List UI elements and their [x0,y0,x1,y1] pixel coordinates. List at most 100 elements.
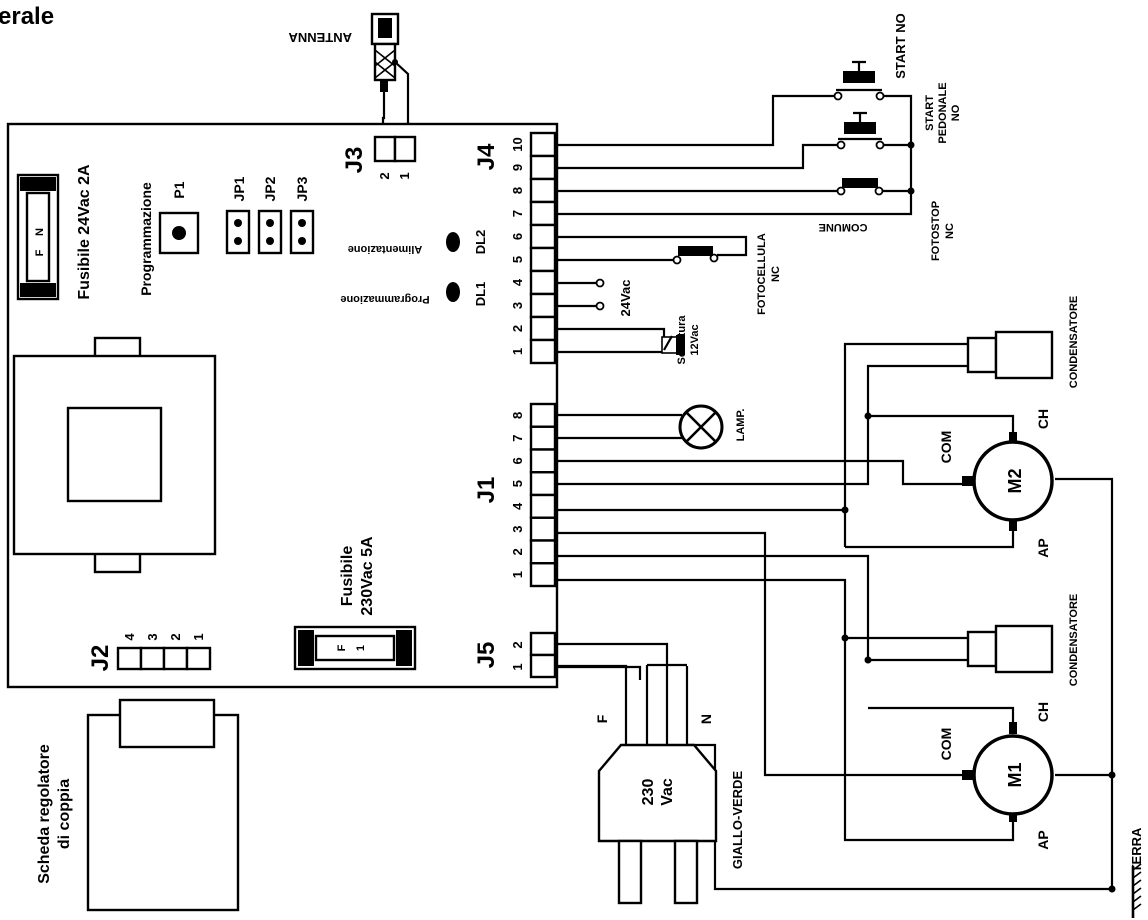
j4-name: J4 [473,143,500,170]
fuse-mark-n: N [34,228,46,236]
j5-pin: 2 [510,641,525,648]
programming-label: Programmazione [138,182,154,296]
lamp-label: LAMP. [735,409,747,442]
fotocellula-label-1: FOTOCELLULA [756,233,768,315]
j4-pin-label: 8 [510,187,525,194]
fuse-24vac-label: Fusibile 24Vac 2A [76,164,93,300]
j1-pin-3[interactable] [529,516,557,542]
jumper-jp3[interactable] [289,209,315,255]
torque-board-label-1: Scheda regolatore [36,744,53,884]
page-title-fragment: erale [0,3,54,30]
fotocellula-contact[interactable] [672,246,719,265]
j4-pin-label: 4 [510,278,525,286]
m2-ap-label: AP [1035,538,1051,557]
f-label: F [594,714,610,723]
start-button[interactable] [833,60,885,101]
m1-ch-label: CH [1035,702,1051,722]
jumper-jp1[interactable] [225,209,251,255]
j1-pin-5[interactable] [529,471,557,497]
serratura-label-2: 12Vac [689,324,701,355]
comune-label: COMUNE [819,221,868,233]
j4-pin-label: 3 [510,302,525,309]
motor-m1 [962,722,1054,822]
j4-pin-6[interactable] [529,223,557,250]
j2-pin: 4 [122,633,137,641]
j4-pin-label: 1 [510,348,525,355]
j4-pin-4[interactable] [529,269,557,296]
j1-pin-label: 3 [510,526,525,533]
j4-pin-9[interactable] [529,154,557,181]
j4-pin-8[interactable] [529,177,557,204]
condensatore-1-label: CONDENSATORE [1068,594,1080,687]
led-dl2 [446,232,460,252]
n-label: N [698,714,714,724]
connector-j5[interactable] [529,631,557,679]
j4-pin-label: 6 [510,233,525,240]
fuse-main-mark-f: F [336,644,348,651]
j4-pin-3[interactable] [529,292,557,319]
jp3-label: JP3 [294,176,310,201]
led-dl1 [446,282,460,302]
j4-pin-5[interactable] [529,246,557,273]
serratura-label-1: Serratura [676,315,688,365]
fotostop-contact[interactable] [836,178,884,196]
connector-j3[interactable] [373,135,417,163]
j1-pin-8[interactable] [529,402,557,428]
start-label: START NO [893,13,908,78]
j1-wiring [555,342,1116,889]
fuse-24vac[interactable]: N F [16,173,60,301]
j1-pin-label: 6 [510,457,525,464]
j1-pin-1[interactable] [529,562,557,588]
fotocellula-label-2: NC [770,266,782,282]
j1-pin-4[interactable] [529,493,557,519]
j1-pin-label: 8 [510,412,525,419]
j1-pin-label: 5 [510,480,525,487]
j2-pin: 1 [191,633,206,640]
j4-pin-1[interactable] [529,338,557,365]
j1-name: J1 [473,477,500,504]
j3-pin: 1 [397,172,412,179]
m2-label: M2 [1005,468,1025,493]
j1-pin-label: 4 [510,502,525,510]
start-ped-label-2: PEDONALE [937,82,949,143]
j3-name: J3 [341,147,368,174]
fuse-main-label-1: Fusibile [339,546,356,607]
m2-ch-label: CH [1035,409,1051,429]
start-pedonale-button[interactable] [836,111,885,150]
motor-m2 [962,432,1054,531]
j1-pin-2[interactable] [529,539,557,565]
fuse-230vac[interactable]: F 1 [293,625,417,671]
j4-pin-2[interactable] [529,315,557,342]
j4-pin-label: 2 [510,325,525,332]
condensatore-1 [966,624,1054,674]
j1-pin-6[interactable] [529,448,557,474]
connector-j4[interactable] [529,131,557,365]
connector-j1[interactable] [529,402,557,588]
terra-label: TERRA [1129,827,1144,872]
plug-label-2: Vac [659,778,676,806]
lamp[interactable] [678,404,724,450]
j1-pin-7[interactable] [529,425,557,451]
jumper-jp2[interactable] [257,209,283,255]
giallo-verde-label: GIALLO-VERDE [730,771,745,870]
jp2-label: JP2 [262,176,278,201]
serratura-lock[interactable] [661,335,685,355]
condensatore-2-label: CONDENSATORE [1068,296,1080,389]
connector-j2[interactable] [116,646,212,671]
plug-label-1: 230 [640,779,657,806]
j4-pin-label: 10 [510,137,525,151]
m1-com-label: COM [938,728,954,761]
fotostop-label-2: NC [944,223,956,239]
fuse-main-mark-1: 1 [355,645,367,651]
j4-wiring [555,94,915,354]
fuse-mark-f: F [34,249,46,256]
j3-pin: 2 [377,172,392,179]
j4-pin-label: 7 [510,210,525,217]
j5-name: J5 [473,642,500,669]
torque-board-label-2: di coppia [56,779,73,849]
j4-pin-7[interactable] [529,200,557,227]
m1-label: M1 [1005,762,1025,787]
j4-pin-10[interactable] [529,131,557,158]
p1-button[interactable] [158,211,200,255]
